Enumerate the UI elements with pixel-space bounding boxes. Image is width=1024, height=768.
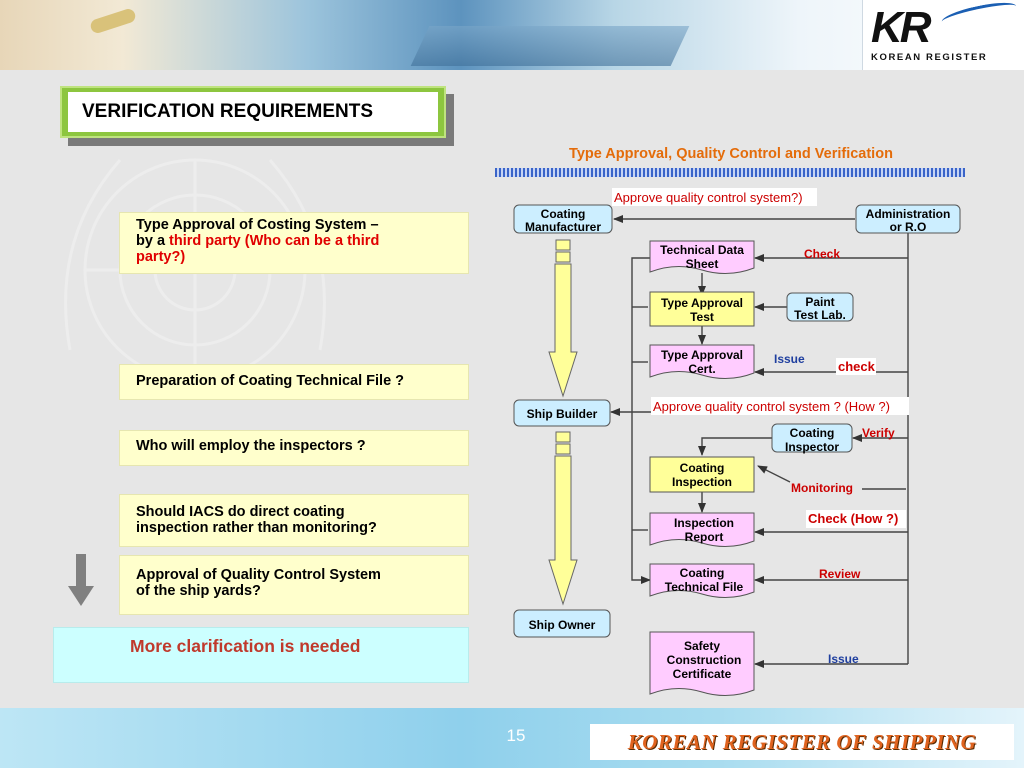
process-arrow-upper — [548, 239, 578, 398]
svg-text:Coating: Coating — [680, 461, 725, 475]
top-banner — [0, 0, 1024, 70]
node-paint-test-lab: Paint Test Lab. — [786, 292, 854, 322]
arrow-down-icon — [68, 554, 94, 606]
connectors — [610, 215, 909, 668]
question-text: Preparation of Coating Technical File ? — [136, 373, 405, 389]
svg-text:Type Approval: Type Approval — [661, 348, 743, 362]
question-box-type-approval: Type Approval of Costing System – by a t… — [119, 212, 469, 274]
page-title: VERIFICATION REQUIREMENTS — [82, 101, 373, 122]
label-approve-qc-how: Approve quality control system ? (How ?) — [653, 399, 890, 414]
node-coating-inspector: Coating Inspector — [771, 423, 853, 454]
node-coating-manufacturer: Coating Manufacturer — [513, 204, 613, 234]
title-inner: VERIFICATION REQUIREMENTS — [68, 92, 438, 132]
connector-monitor-inspection — [757, 465, 791, 483]
svg-text:Coating: Coating — [541, 207, 586, 221]
svg-text:Cert.: Cert. — [688, 362, 715, 376]
label-bg-check — [836, 358, 876, 375]
question-text: inspection rather than monitoring? — [136, 520, 377, 536]
clarification-text: More clarification is needed — [130, 636, 361, 656]
node-safety-construction-certificate: Safety Construction Certificate — [649, 631, 755, 696]
logo-mark: KR — [871, 3, 932, 52]
diagram-title-rule — [495, 168, 965, 177]
label-check: Check — [804, 247, 840, 261]
question-text: of the ship yards? — [136, 583, 261, 599]
question-text: Type Approval of Costing System – — [136, 217, 379, 233]
node-type-approval-test: Type Approval Test — [649, 291, 755, 327]
kr-logo: KR KOREAN REGISTER — [862, 0, 1024, 70]
diagram-title: Type Approval, Quality Control and Verif… — [569, 146, 893, 162]
question-text-prefix: by a — [136, 233, 170, 249]
svg-text:Type Approval: Type Approval — [661, 296, 743, 310]
label-approve-qc: Approve quality control system?) — [614, 190, 803, 205]
svg-text:Manufacturer: Manufacturer — [525, 220, 601, 234]
label-verify: Verify — [862, 426, 895, 440]
connector-left-bus — [631, 257, 651, 584]
title-frame: VERIFICATION REQUIREMENTS — [60, 86, 446, 138]
label-issue-safety: Issue — [828, 652, 859, 666]
node-coating-technical-file: Coating Technical File — [649, 563, 755, 598]
footer-brand-text: KOREAN REGISTER OF SHIPPING — [627, 729, 977, 754]
svg-text:Ship Builder: Ship Builder — [527, 407, 598, 421]
question-box-iacs: Should IACS do direct coating inspection… — [119, 494, 469, 547]
svg-text:Test Lab.: Test Lab. — [794, 308, 846, 322]
question-highlight: third party (Who can be a third — [169, 233, 380, 249]
svg-text:Coating: Coating — [790, 426, 835, 440]
svg-text:Inspector: Inspector — [785, 440, 839, 454]
node-ship-owner: Ship Owner — [513, 609, 611, 638]
label-check-how: Check (How ?) — [808, 511, 898, 526]
label-bg-approve-qc — [612, 188, 817, 206]
node-inspection-report: Inspection Report — [649, 512, 755, 547]
process-arrow-lower — [548, 431, 578, 606]
question-text: Approval of Quality Control System — [136, 567, 381, 583]
svg-text:Administration: Administration — [866, 207, 951, 221]
page-number: 15 — [506, 726, 526, 745]
question-box-quality-control: Approval of Quality Control System of th… — [119, 555, 469, 615]
svg-text:Coating: Coating — [680, 566, 725, 580]
node-technical-data-sheet: Technical Data Sheet — [649, 240, 755, 274]
question-text: Should IACS do direct coating — [136, 504, 345, 520]
label-issue-cert: Issue — [774, 352, 805, 366]
label-monitoring: Monitoring — [791, 481, 853, 495]
question-box-inspectors: Who will employ the inspectors ? — [119, 430, 469, 466]
svg-text:Certificate: Certificate — [673, 667, 732, 681]
clarification-box: More clarification is needed — [53, 627, 469, 683]
svg-text:Paint: Paint — [805, 295, 834, 309]
question-text: by a third party (Who can be a third — [136, 233, 452, 249]
node-coating-inspection: Coating Inspection — [649, 456, 755, 493]
svg-text:Sheet: Sheet — [686, 257, 719, 271]
node-ship-builder: Ship Builder — [513, 399, 611, 427]
svg-text:Inspection: Inspection — [674, 516, 734, 530]
question-highlight: party?) — [136, 249, 186, 265]
label-bg-approve-how — [651, 397, 909, 415]
label-bg-check-how — [806, 510, 906, 528]
svg-text:Test: Test — [690, 310, 714, 324]
label-check-lower: check — [838, 359, 876, 374]
flow-diagram: Coating Manufacturer Administration or R… — [513, 188, 961, 696]
question-box-technical-file: Preparation of Coating Technical File ? — [119, 364, 469, 400]
svg-text:Technical File: Technical File — [665, 580, 744, 594]
label-review: Review — [819, 567, 861, 581]
footer-brand: KOREAN REGISTER OF SHIPPING — [590, 724, 1014, 760]
logo-subtext: KOREAN REGISTER — [871, 52, 988, 63]
svg-text:or R.O: or R.O — [890, 220, 927, 234]
svg-text:Report: Report — [685, 530, 724, 544]
svg-text:Inspection: Inspection — [672, 475, 732, 489]
svg-text:Technical Data: Technical Data — [660, 243, 744, 257]
question-text: Who will employ the inspectors ? — [136, 438, 366, 454]
node-administration: Administration or R.O — [855, 204, 961, 234]
svg-text:Ship Owner: Ship Owner — [529, 618, 596, 632]
svg-text:Construction: Construction — [667, 653, 742, 667]
node-type-approval-cert: Type Approval Cert. — [649, 344, 755, 379]
svg-text:Safety: Safety — [684, 639, 720, 653]
connector-inspector-inspection — [698, 437, 772, 456]
